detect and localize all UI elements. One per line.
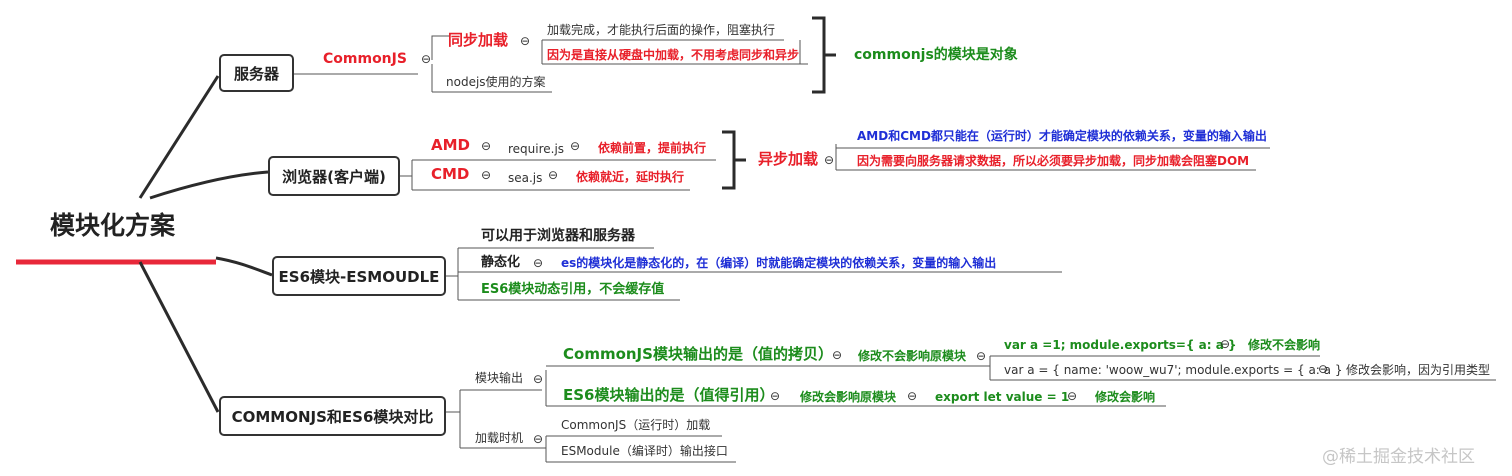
cjs-code-1: var a =1; module.exports={ a: a } [1004, 338, 1237, 352]
cjs-output[interactable]: CommonJS模块输出的是（值的拷贝） [563, 345, 833, 363]
collapse-icon[interactable]: ⊖ [1220, 337, 1231, 351]
es6-usage: 可以用于浏览器和服务器 [481, 228, 635, 244]
node-compare[interactable]: COMMONJS和ES6模块对比 [219, 396, 446, 436]
es-effect: 修改会影响原模块 [800, 390, 897, 404]
collapse-icon[interactable]: ⊖ [421, 52, 432, 66]
cmd-note: 依赖就近，延时执行 [576, 170, 685, 184]
nodejs-note: nodejs使用的方案 [446, 75, 546, 89]
branch-lines [294, 35, 1496, 463]
es-code: export let value = 1 [935, 390, 1070, 404]
root-title: 模块化方案 [50, 211, 176, 240]
node-load-timing[interactable]: 加载时机 [475, 431, 524, 445]
node-cmd[interactable]: CMD [431, 165, 470, 183]
cjs-code-2-note: 修改会影响，因为引用类型 [1346, 363, 1491, 377]
cjs-code-2: var a = { name: 'woow_wu7'; module.expor… [1004, 363, 1343, 377]
collapse-icon[interactable]: ⊖ [533, 432, 544, 446]
collapse-icon[interactable]: ⊖ [1067, 389, 1078, 403]
root-branch-lines [138, 75, 273, 413]
collapse-icon[interactable]: ⊖ [1318, 362, 1329, 376]
collapse-icon[interactable]: ⊖ [770, 389, 781, 403]
static-note: es的模块化是静态化的，在（编译）时就能确定模块的依赖关系，变量的输入输出 [561, 256, 997, 270]
node-async-load[interactable]: 异步加载 [758, 150, 819, 168]
amd-note: 依赖前置，提前执行 [598, 141, 707, 155]
collapse-icon[interactable]: ⊖ [481, 139, 492, 153]
async-note-2: 因为需要向服务器请求数据，所以必须要异步加载，同步加载会阻塞DOM [857, 154, 1250, 168]
collapse-icon[interactable]: ⊖ [481, 168, 492, 182]
timing-es: ESModule（编译时）输出接口 [561, 444, 728, 458]
node-server[interactable]: 服务器 [219, 54, 294, 92]
sync-note-1: 加载完成，才能执行后面的操作，阻塞执行 [547, 23, 776, 37]
collapse-icon[interactable]: ⊖ [570, 139, 581, 153]
collapse-icon[interactable]: ⊖ [520, 34, 531, 48]
node-sync-load[interactable]: 同步加载 [448, 31, 509, 49]
node-commonjs[interactable]: CommonJS [323, 51, 407, 67]
cjs-code-1-note: 修改不会影响 [1248, 338, 1321, 352]
collapse-icon[interactable]: ⊖ [533, 372, 544, 386]
collapse-icon[interactable]: ⊖ [548, 168, 559, 182]
es-output[interactable]: ES6模块输出的是（值得引用） [563, 386, 775, 404]
collapse-icon[interactable]: ⊖ [824, 153, 835, 167]
node-browser[interactable]: 浏览器(客户端) [268, 156, 400, 196]
collapse-icon[interactable]: ⊖ [533, 256, 544, 270]
node-amd[interactable]: AMD [431, 136, 470, 154]
timing-cjs: CommonJS（运行时）加载 [561, 418, 711, 432]
node-static[interactable]: 静态化 [481, 255, 521, 270]
summary-commonjs-object: commonjs的模块是对象 [854, 47, 1018, 63]
cjs-effect: 修改不会影响原模块 [858, 349, 967, 363]
collapse-icon[interactable]: ⊖ [907, 389, 918, 403]
async-note-1: AMD和CMD都只能在（运行时）才能确定模块的依赖关系，变量的输入输出 [857, 129, 1267, 143]
es-code-note: 修改会影响 [1095, 390, 1156, 404]
collapse-icon[interactable]: ⊖ [976, 349, 987, 363]
cmd-lib: sea.js [508, 171, 543, 185]
amd-lib: require.js [508, 142, 565, 156]
sync-note-2: 因为是直接从硬盘中加载，不用考虑同步和异步 [547, 48, 800, 62]
watermark: @稀土掘金技术社区 [1322, 447, 1475, 467]
node-es6-module[interactable]: ES6模块-ESMOUDLE [272, 256, 446, 296]
node-module-output[interactable]: 模块输出 [475, 371, 524, 385]
summary-brackets [722, 16, 836, 190]
collapse-icon[interactable]: ⊖ [832, 348, 843, 362]
es6-dynamic-ref: ES6模块动态引用，不会缓存值 [481, 282, 665, 297]
